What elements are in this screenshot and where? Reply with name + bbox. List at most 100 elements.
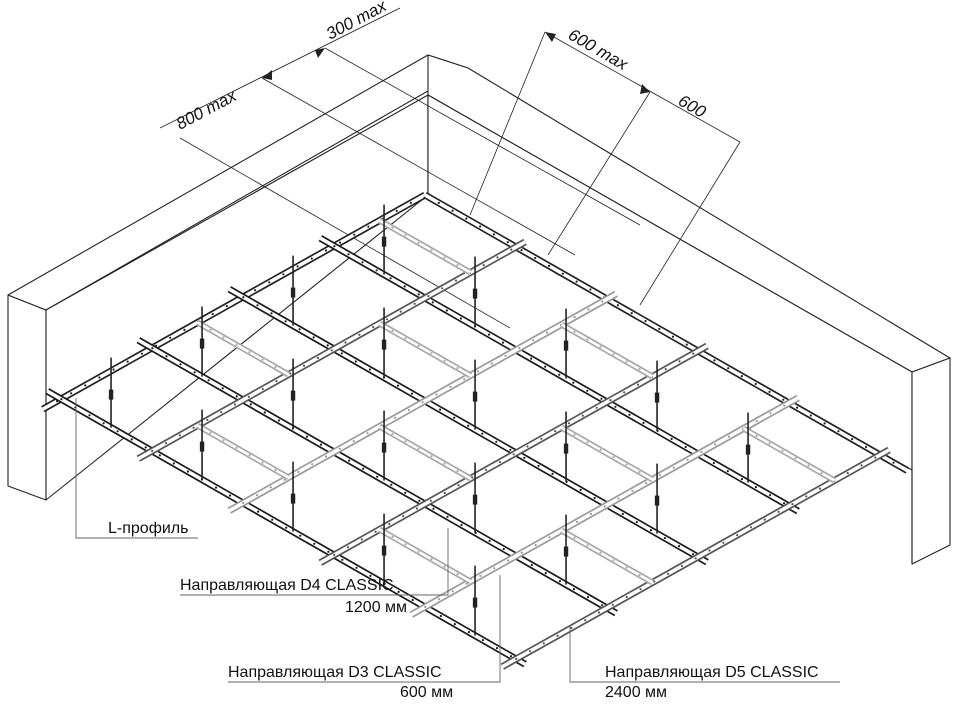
dim-extension-c bbox=[179, 137, 511, 329]
leader-d3 bbox=[228, 575, 501, 683]
rail-d5-1-slot bbox=[445, 309, 448, 312]
rail-d5-2-slot bbox=[551, 472, 554, 475]
rail-d4-1-slot bbox=[247, 395, 250, 398]
rail-d4-5-slot bbox=[763, 518, 766, 521]
l-profile-left-wall-slot bbox=[409, 201, 412, 204]
rail-d5-4-slot bbox=[313, 542, 316, 545]
rail-d3-2-0-slot bbox=[235, 343, 238, 346]
rail-d5-2-slot bbox=[312, 336, 315, 339]
rail-d5-1-slot bbox=[389, 277, 392, 280]
rail-d3-1-1-slot bbox=[430, 352, 433, 355]
rail-d5-2-slot bbox=[368, 368, 371, 371]
dim-extension-b bbox=[261, 77, 576, 256]
rail-d5-1-slot bbox=[487, 333, 491, 336]
rail-d4-1-slot bbox=[372, 326, 375, 329]
rail-d5-3-slot bbox=[446, 515, 449, 518]
rail-d4-2-slot bbox=[490, 362, 493, 365]
rail-d3-3-1-inner bbox=[196, 424, 290, 479]
rail-d4-5-slot bbox=[556, 634, 559, 637]
rail-d4-5-slot bbox=[791, 503, 794, 506]
rail-d5-2-slot bbox=[439, 408, 442, 411]
rail-d4-2-slot bbox=[407, 408, 410, 412]
rail-d4-3-slot bbox=[554, 430, 557, 433]
rail-d3-0-0-slot bbox=[391, 226, 394, 229]
rail-d4-4-slot bbox=[700, 451, 703, 454]
rail-d4-4-slot bbox=[755, 420, 758, 423]
l-profile-left-wall-slot bbox=[339, 241, 342, 244]
rail-d4-2-slot bbox=[587, 308, 590, 311]
rail-d4-4-slot bbox=[769, 412, 772, 415]
rail-d4-4-slot bbox=[520, 551, 523, 554]
rail-d5-4-slot bbox=[285, 526, 288, 529]
rail-d3-3-1-slot bbox=[222, 439, 225, 442]
rail-d5-3-slot bbox=[319, 443, 323, 446]
rail-d5-3-slot bbox=[221, 387, 224, 390]
rail-d4-2-slot bbox=[573, 316, 576, 319]
label-d5-name: Направляющая D5 CLASSIC bbox=[605, 664, 819, 681]
rail-d4-4-slot bbox=[603, 505, 606, 508]
rail-d5-1-slot bbox=[361, 261, 364, 264]
rail-d5-1-slot bbox=[782, 502, 786, 505]
rail-d5-4-slot bbox=[453, 623, 456, 626]
dim-extension-f bbox=[639, 141, 741, 306]
rail-d4-1-slot bbox=[220, 411, 223, 414]
l-profile-right-wall-slot bbox=[671, 335, 675, 338]
rail-d3-0-2-slot bbox=[586, 338, 589, 341]
rail-d5-3-slot bbox=[165, 355, 168, 358]
rail-d4-5-slot bbox=[874, 456, 877, 459]
rail-d5-3-slot bbox=[376, 475, 379, 478]
l-profile-right-wall-inner bbox=[424, 193, 909, 473]
rail-d4-2-slot bbox=[311, 463, 314, 466]
rail-d4-3-slot bbox=[595, 406, 598, 409]
hanger-3-3-clip bbox=[381, 442, 387, 453]
rail-d3-0-0-slot bbox=[430, 249, 433, 252]
rail-d4-2-slot bbox=[435, 393, 438, 396]
rail-d4-3-slot bbox=[429, 499, 432, 502]
rail-d5-3-slot bbox=[418, 499, 421, 502]
rail-d4-1-slot bbox=[233, 403, 237, 406]
rail-d4-2-slot bbox=[352, 439, 355, 443]
rail-d4-1-slot bbox=[482, 264, 485, 267]
rail-d5-1-slot bbox=[628, 413, 631, 416]
rail-d3-0-2-slot bbox=[599, 345, 602, 348]
rail-d5-3-slot bbox=[460, 523, 463, 527]
rail-d5-1-slot bbox=[684, 445, 687, 449]
rail-d4-5-slot bbox=[708, 549, 711, 552]
rail-d4-2-slot bbox=[269, 486, 272, 489]
l-profile-left-wall-slot bbox=[169, 336, 172, 339]
rail-d5-4-slot bbox=[130, 438, 133, 441]
rail-d3-1-3-slot bbox=[612, 456, 615, 459]
rail-d4-3-slot bbox=[402, 515, 405, 518]
rail-d5-1-slot bbox=[417, 293, 420, 296]
right-wall-inner bbox=[427, 94, 913, 471]
rail-d5-4-slot bbox=[116, 430, 119, 433]
hanger-2-4-clip bbox=[563, 443, 569, 454]
label-d3-name: Направляющая D3 CLASSIC bbox=[228, 664, 442, 681]
l-profile-left-wall-slot bbox=[126, 360, 129, 363]
rail-d5-4-slot bbox=[481, 639, 484, 642]
rail-d5-3-slot bbox=[544, 572, 547, 575]
l-profile-right-wall-slot bbox=[809, 414, 812, 417]
rail-d5-1-slot bbox=[740, 478, 744, 481]
rail-d5-2-slot bbox=[298, 328, 301, 331]
rail-d4-3-slot bbox=[333, 553, 336, 557]
rail-d4-1-slot bbox=[344, 341, 347, 344]
rail-d3-3-3-slot bbox=[404, 543, 407, 546]
rail-d5-1-slot bbox=[586, 389, 589, 392]
rail-d3-0-4-slot bbox=[807, 464, 810, 467]
rail-d3-2-4-inner bbox=[560, 529, 654, 584]
l-profile-left-wall-slot bbox=[353, 233, 356, 236]
rail-d3-2-4-slot bbox=[573, 536, 576, 540]
rail-d3-2-0-slot bbox=[222, 336, 225, 339]
rail-d5-2-slot bbox=[621, 512, 624, 516]
l-profile-right-wall-slot bbox=[534, 256, 537, 260]
rail-d4-4-slot bbox=[714, 443, 717, 446]
arrow-1 bbox=[262, 70, 272, 80]
right-wall-front bbox=[911, 357, 951, 565]
l-profile-right-wall-slot bbox=[561, 272, 564, 275]
rail-d4-3-slot bbox=[581, 414, 584, 417]
rail-d3-1-3-slot bbox=[586, 441, 589, 444]
rail-d3-2-2-slot bbox=[404, 440, 407, 443]
rail-d3-1-1-slot bbox=[443, 359, 446, 362]
rail-d4-4-slot bbox=[658, 474, 662, 477]
